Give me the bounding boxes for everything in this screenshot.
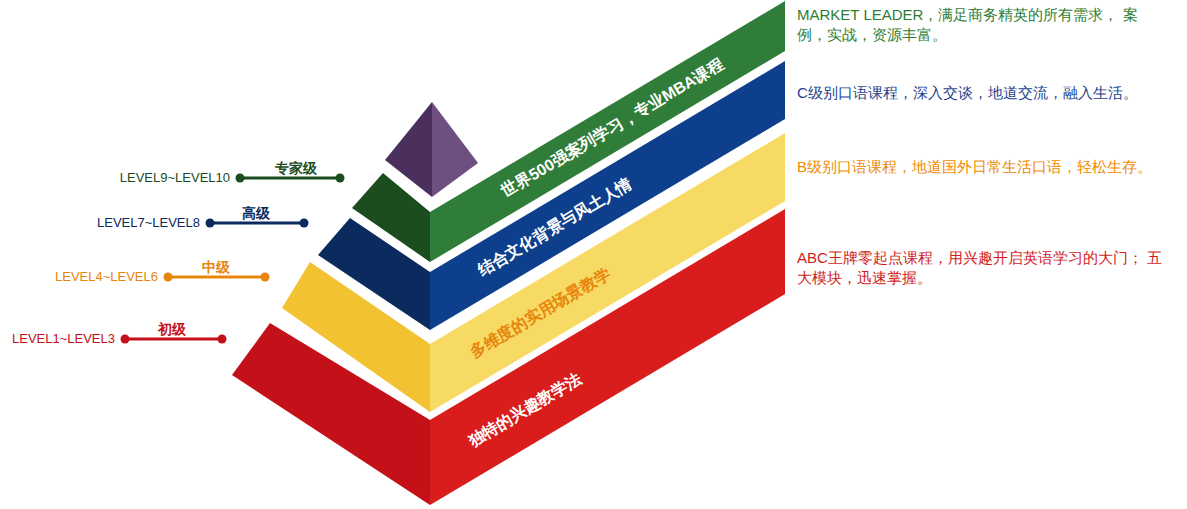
level-name: 专家级 [275, 160, 317, 176]
level-name: 高级 [242, 205, 270, 221]
level-range: LEVEL7~LEVEL8 [97, 215, 200, 231]
level-range: LEVEL4~LEVEL6 [55, 269, 158, 285]
tip-right-face [432, 102, 478, 197]
green-band [430, 1, 785, 262]
green-left-face [352, 173, 430, 262]
level-name: 初级 [158, 321, 186, 337]
level-leaders [121, 174, 345, 344]
course-description: B级别口语课程，地道国外日常生活口语，轻松生存。 [797, 157, 1182, 177]
course-description: C级别口语课程，深入交谈，地道交流，融入生活。 [797, 83, 1182, 103]
level-range: LEVEL9~LEVEL10 [120, 170, 230, 186]
level-name: 中级 [202, 259, 230, 275]
level-range: LEVEL1~LEVEL3 [12, 331, 115, 347]
course-description: MARKET LEADER，满足商务精英的所有需求， 案例，实战，资源丰富。 [797, 5, 1159, 45]
tip-left-face [385, 102, 432, 197]
course-description: ABC王牌零起点课程，用兴趣开启英语学习的大门； 五大模块，迅速掌握。 [797, 248, 1169, 288]
